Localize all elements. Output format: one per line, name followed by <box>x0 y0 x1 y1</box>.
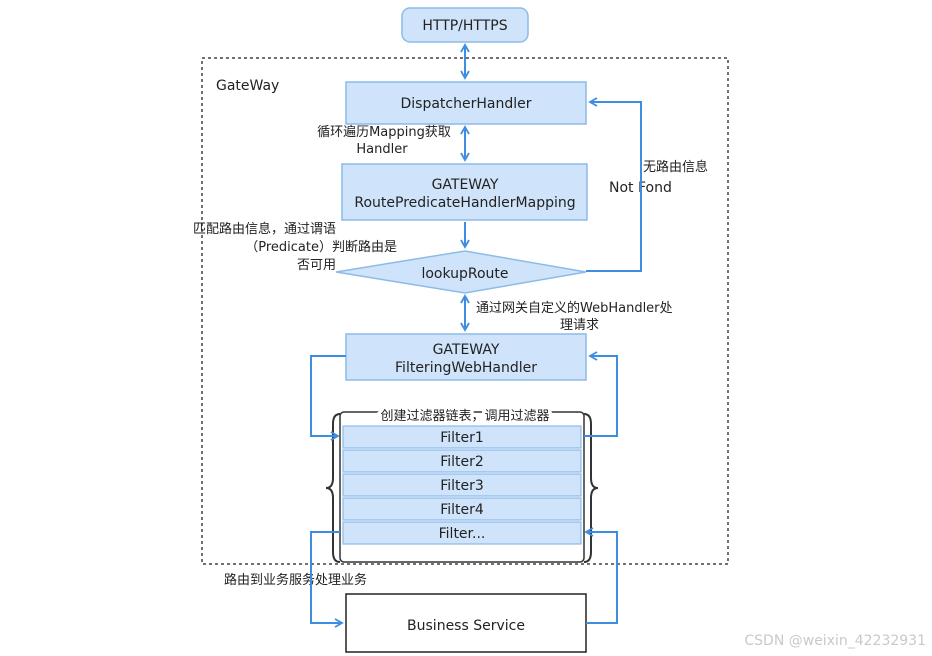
note-webhandler-line1: 通过网关自定义的WebHandler处 <box>476 300 673 316</box>
note-match-line3: 否可用 <box>297 258 336 273</box>
arrow-chain-to-business <box>310 531 344 628</box>
arrow-business-to-chain <box>584 527 618 624</box>
dispatcher-handler-label: DispatcherHandler <box>401 96 532 112</box>
filter-label: Filter1 <box>440 430 484 446</box>
filter-row <box>342 497 582 521</box>
watermark: CSDN @weixin_42232931 <box>744 633 926 649</box>
filter-label: Filter... <box>439 526 486 542</box>
note-route-business: 路由到业务服务处理业务 <box>224 572 367 588</box>
note-loop-line2: Handler <box>356 142 408 157</box>
right-brace <box>583 413 599 563</box>
note-filter-chain: 创建过滤器链表，调用过滤器 <box>380 409 549 424</box>
filter-row <box>342 425 582 449</box>
arrow-filtering-to-chain <box>310 355 346 441</box>
filter-row <box>342 521 582 545</box>
arrow-chain-to-filtering <box>584 351 618 437</box>
gateway-label: GateWay <box>216 78 279 94</box>
business-service-label: Business Service <box>407 618 525 634</box>
http-box <box>401 7 529 43</box>
dispatcher-handler-box <box>345 81 587 125</box>
filtering-web-handler-box <box>345 333 587 381</box>
filtering-line2: FilteringWebHandler <box>395 360 537 376</box>
mapping-line2: RoutePredicateHandlerMapping <box>354 195 575 211</box>
http-label: HTTP/HTTPS <box>422 18 507 34</box>
filter-label: Filter2 <box>440 454 484 470</box>
left-brace <box>325 413 341 563</box>
note-loop-line1: 循环遍历Mapping获取 <box>317 124 451 140</box>
note-no-route: 无路由信息 <box>643 159 708 175</box>
business-service-box <box>345 593 587 653</box>
note-match-line2: （Predicate）判断路由是 <box>245 239 397 255</box>
filter-label: Filter3 <box>440 478 484 494</box>
note-match-line1: 匹配路由信息，通过谓语 <box>193 221 336 237</box>
lookup-route-label: lookupRoute <box>421 266 508 282</box>
filtering-line1: GATEWAY <box>433 342 500 358</box>
route-predicate-mapping-box <box>341 163 588 221</box>
filter-row <box>342 449 582 473</box>
note-webhandler-line2: 理请求 <box>560 318 599 333</box>
filter-label: Filter4 <box>440 502 484 518</box>
filter-row <box>342 473 582 497</box>
mapping-line1: GATEWAY <box>432 177 499 193</box>
arrow-lookup-dispatcher-loop <box>586 97 642 272</box>
